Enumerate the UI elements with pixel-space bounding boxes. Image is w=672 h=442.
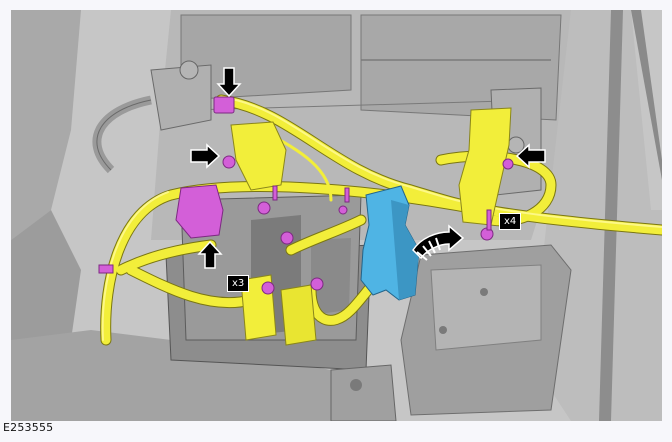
arrow-left-icon: [515, 143, 546, 169]
callout-arrows: [190, 67, 546, 269]
service-illustration: x3 x4: [11, 10, 662, 421]
junction-box: [360, 185, 420, 301]
arrow-down-icon: [216, 67, 242, 98]
arrow-up-icon: [197, 240, 223, 269]
highlighted-fasteners: [98, 96, 514, 295]
quantity-label-x3: x3: [227, 275, 250, 292]
figure-id-label: E253555: [2, 421, 57, 435]
terminal-nut-right: [502, 158, 514, 170]
quantity-label-x4: x4: [499, 213, 522, 230]
terminal-nut-left: [222, 155, 236, 169]
arrow-right-icon: [190, 143, 221, 169]
connector: [175, 184, 224, 239]
battery-clamp: [213, 96, 235, 114]
